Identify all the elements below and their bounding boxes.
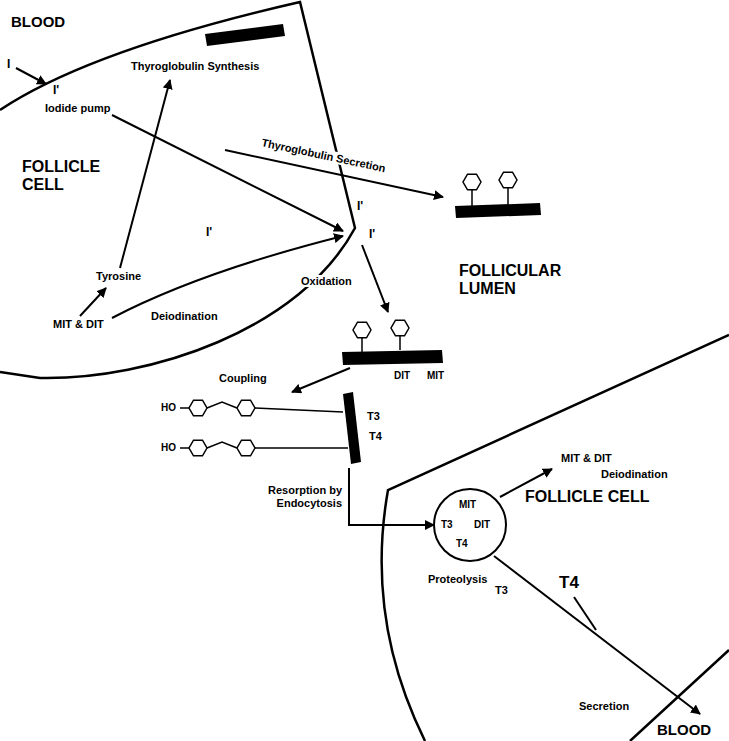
text-label: T4 [558,574,580,593]
process-arrows [16,68,700,714]
node-text: T4 [369,430,382,442]
thyroglobulin-bar [205,24,541,365]
node-text: FOLLICLE CELL [525,488,649,506]
text-label: DIT [393,370,411,381]
node-text: T3 [367,410,380,422]
text-label: Thyroglobulin Secretion [259,136,387,175]
text-label: Secretion [578,700,630,712]
text-label: T3 [494,584,509,596]
text-label: Deiodination [600,468,669,480]
follicle-cell-outline [0,0,360,380]
endocytic-vesicle: MITT3DITT4Proteolysis [432,487,508,563]
text-label: FOLLICULAR LUMEN [458,262,575,297]
node-text: T4 [456,538,468,549]
text-label: Deiodination [150,310,219,322]
text-label: Iodide pump [44,102,111,114]
coupled-thyroglobulin: T3T4 [335,390,393,468]
node-text: DIT [474,519,490,530]
follicle-cell: FOLLICLE CELLMITT3DITT4Proteolysis [360,330,729,741]
text-label: Tyrosine [95,270,142,282]
follicle-cell-outline [360,330,729,741]
text-label: Oxidation [300,275,353,287]
text-label: MIT & DIT [52,318,105,330]
text-label: I' [52,84,60,97]
text-label: HO [160,442,177,453]
node-text: MIT [459,499,476,510]
node-text: Proteolysis [428,573,487,585]
text-label: MIT [426,370,445,381]
node-text: T3 [441,519,453,530]
text-label: HO [160,402,177,413]
resorption-arrow [349,468,434,525]
text-label: BLOOD [10,14,66,31]
text-label: Coupling [218,372,268,384]
text-label: I [6,58,11,71]
text-label: MIT & DIT [560,452,613,464]
edge-label: Resorption by Endocytosis [249,484,343,508]
follicle-cell: FOLLICLE CELL [0,0,360,380]
coupled-thyroglobulin-outline [335,390,393,468]
text-label: I' [368,228,376,241]
text-label: BLOOD [656,722,712,739]
text-label: I' [205,226,213,239]
tyrosine-rings [180,172,517,456]
text-label: I' [356,200,364,213]
node-text: FOLLICLE CELL [22,158,132,193]
endocytic-vesicle-outline [432,487,508,563]
text-label: Thyroglobulin Synthesis [130,60,260,72]
